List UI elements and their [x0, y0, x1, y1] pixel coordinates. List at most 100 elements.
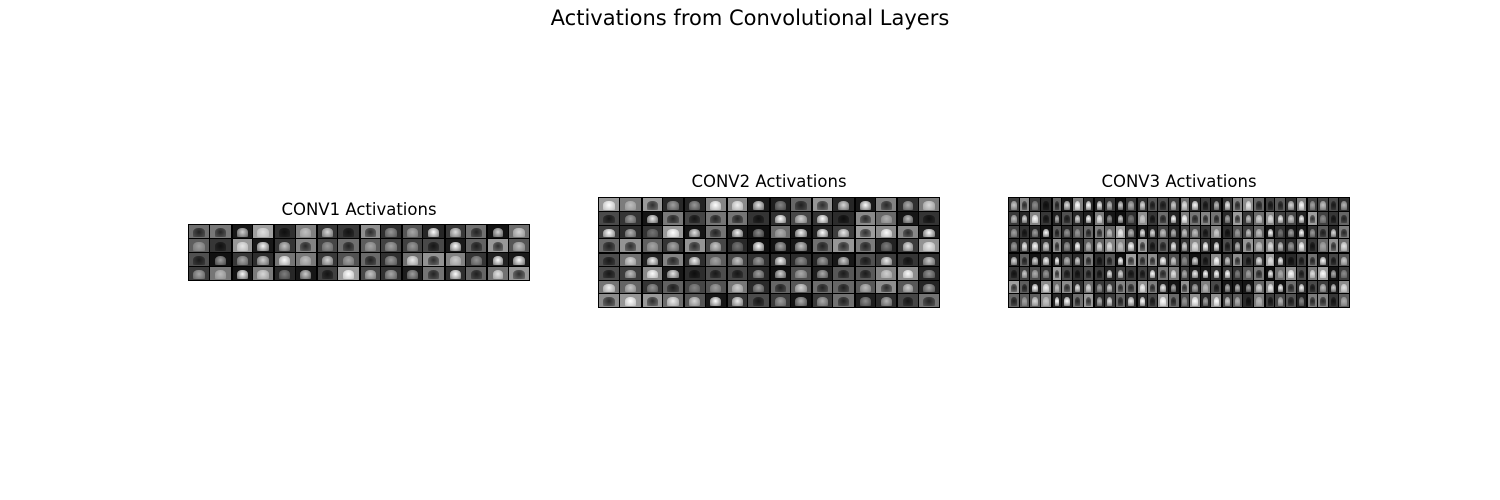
feature-map-tile: [641, 294, 662, 307]
activation-blob: [1182, 242, 1188, 251]
feature-map-tile: [1094, 239, 1104, 252]
activation-blob: [407, 256, 419, 265]
activation-blob: [214, 270, 227, 279]
feature-map-tile: [897, 239, 918, 252]
feature-map-tile: [1072, 280, 1083, 294]
activation-blob: [342, 242, 355, 251]
activation-blob: [300, 228, 312, 237]
feature-map-tile: [1243, 239, 1254, 252]
feature-map-tile: [1307, 253, 1318, 266]
activation-blob: [923, 269, 935, 279]
activation-blob: [603, 269, 615, 279]
activation-blob: [1128, 201, 1134, 210]
activation-blob: [1097, 201, 1103, 210]
feature-map-tile: [1126, 198, 1136, 211]
activation-blob: [1075, 201, 1081, 210]
activation-blob: [667, 269, 679, 279]
activation-blob: [1170, 283, 1177, 293]
activation-blob: [1288, 242, 1294, 251]
activation-blob: [732, 242, 743, 251]
activation-blob: [1277, 256, 1283, 265]
feature-map-tile: [1040, 253, 1051, 266]
activation-blob: [1341, 269, 1347, 279]
feature-map-tile: [769, 198, 790, 211]
feature-map-tile: [402, 225, 423, 238]
activation-blob: [923, 297, 935, 306]
feature-map-tile: [1222, 239, 1232, 252]
feature-map-tile: [705, 266, 726, 280]
feature-map-tile: [1296, 253, 1307, 266]
activation-blob: [732, 256, 743, 265]
activation-blob: [774, 214, 786, 224]
feature-map-tile: [726, 225, 748, 239]
feature-map-tile: [1168, 198, 1179, 211]
feature-map-tile: [1211, 266, 1222, 280]
feature-map-tile: [1147, 253, 1158, 266]
feature-map-tile: [641, 239, 662, 252]
feature-map-tile: [641, 211, 662, 225]
feature-map-tile: [487, 225, 508, 238]
feature-map-tile: [231, 225, 252, 238]
feature-map-tile: [1147, 198, 1158, 211]
activation-blob: [1288, 283, 1294, 293]
feature-map-tile: [1136, 266, 1147, 280]
activation-blob: [1267, 214, 1273, 224]
feature-map-tile: [402, 253, 423, 266]
feature-map-tile: [1083, 280, 1094, 294]
activation-blob: [880, 228, 892, 238]
feature-map-tile: [1062, 294, 1072, 307]
activation-blob: [1320, 201, 1326, 210]
activation-blob: [1064, 256, 1070, 265]
conv3-title: CONV3 Activations: [1101, 172, 1257, 191]
feature-map-tile: [833, 225, 854, 239]
feature-map-tile: [1232, 294, 1243, 307]
activation-blob: [1277, 297, 1283, 306]
activation-blob: [646, 201, 658, 210]
feature-map-tile: [1286, 225, 1296, 239]
activation-blob: [1170, 214, 1177, 224]
activation-blob: [1160, 283, 1166, 293]
activation-blob: [1085, 242, 1092, 251]
feature-map-tile: [508, 267, 529, 280]
activation-blob: [1182, 214, 1188, 224]
activation-blob: [1234, 228, 1241, 238]
activation-blob: [774, 297, 786, 306]
feature-map-tile: [1254, 239, 1264, 252]
feature-map-tile: [1094, 294, 1104, 307]
activation-blob: [1117, 242, 1124, 251]
activation-blob: [1097, 269, 1103, 279]
feature-map-tile: [684, 225, 705, 239]
activation-blob: [880, 297, 892, 306]
activation-blob: [407, 228, 419, 237]
feature-map-tile: [1040, 198, 1051, 211]
feature-map-tile: [705, 253, 726, 266]
activation-blob: [795, 228, 807, 238]
conv3-activation-grid: [1008, 197, 1350, 308]
activation-blob: [902, 269, 914, 279]
feature-map-tile: [918, 198, 939, 211]
activation-blob: [1202, 228, 1209, 238]
feature-map-tile: [854, 239, 876, 252]
feature-map-tile: [918, 294, 939, 307]
activation-blob: [752, 269, 765, 279]
feature-map-tile: [1104, 266, 1115, 280]
activation-blob: [1075, 256, 1081, 265]
activation-blob: [795, 201, 807, 210]
activation-blob: [837, 201, 850, 210]
feature-map-tile: [1222, 266, 1232, 280]
activation-blob: [1021, 283, 1028, 293]
activation-blob: [1107, 242, 1113, 251]
feature-map-tile: [918, 225, 939, 239]
feature-map-tile: [274, 253, 295, 266]
feature-map-tile: [1307, 198, 1318, 211]
activation-blob: [1064, 297, 1070, 306]
activation-blob: [795, 214, 807, 224]
activation-blob: [859, 256, 871, 265]
activation-blob: [710, 201, 722, 210]
feature-map-tile: [402, 267, 423, 280]
activation-blob: [1330, 242, 1337, 251]
activation-blob: [817, 297, 829, 306]
feature-map-tile: [620, 266, 641, 280]
feature-map-tile: [1094, 266, 1104, 280]
activation-blob: [1160, 242, 1166, 251]
